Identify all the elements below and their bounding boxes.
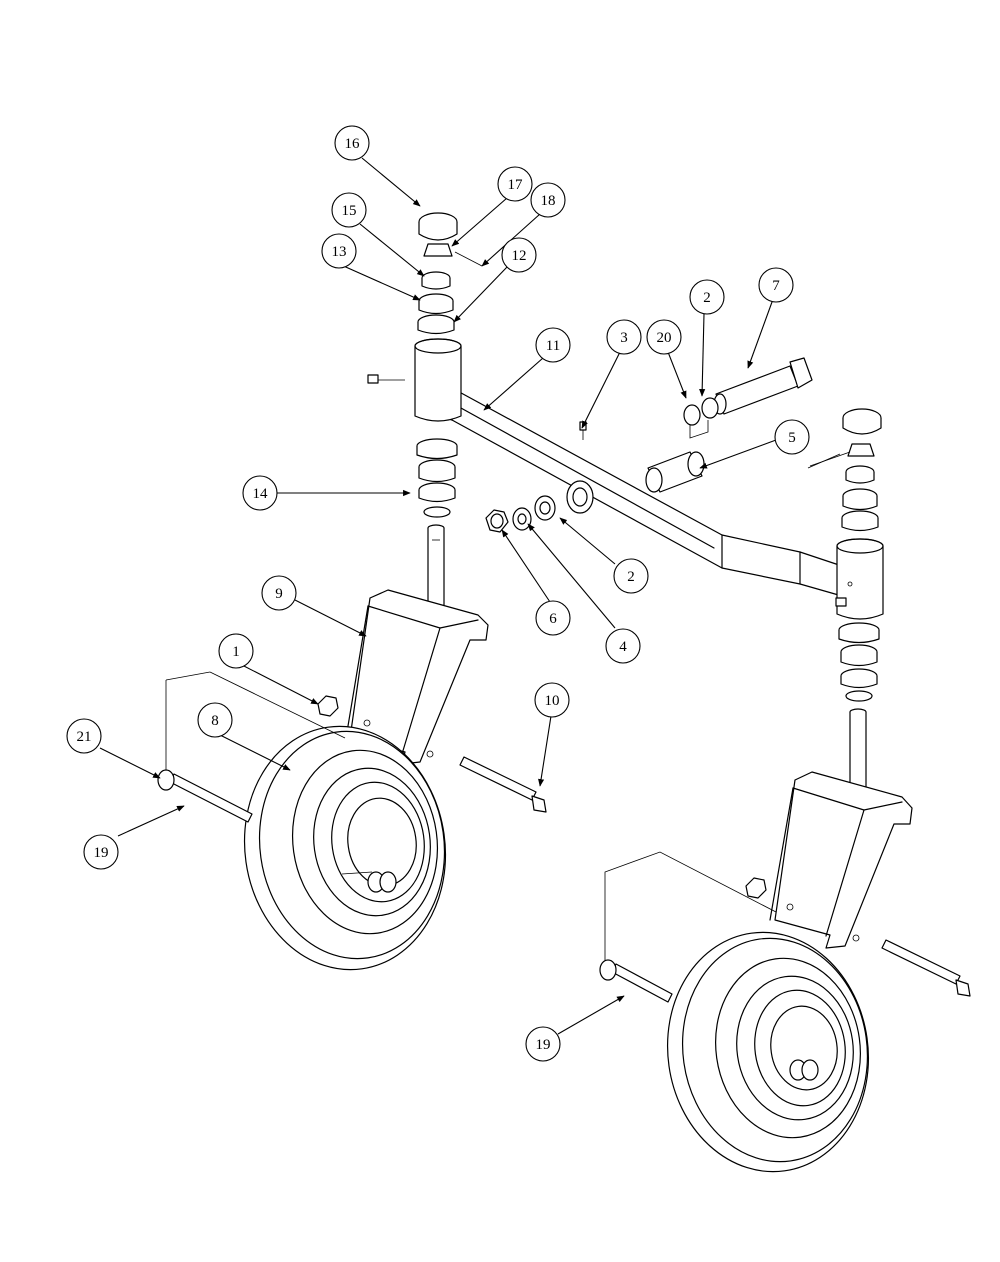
callout-10: 10	[534, 682, 570, 718]
svg-text:15: 15	[342, 203, 357, 219]
right-fork-nut	[745, 877, 767, 899]
right-axle	[599, 851, 777, 1003]
callout-11: 11	[535, 327, 571, 363]
callout-7: 7	[758, 267, 794, 303]
callout-16: 16	[334, 125, 370, 161]
svg-text:16: 16	[345, 136, 361, 152]
left-lower-bearing-stack	[416, 438, 458, 518]
svg-text:7: 7	[772, 278, 780, 294]
callout-2-lower: 2	[613, 558, 649, 594]
right-fork-bolt	[881, 939, 971, 997]
svg-text:1: 1	[232, 644, 240, 660]
svg-text:4: 4	[619, 639, 627, 655]
callout-4: 4	[605, 628, 641, 664]
left-caster-fork	[345, 589, 489, 765]
svg-text:12: 12	[512, 248, 527, 264]
svg-text:5: 5	[788, 430, 796, 446]
left-fork-nut	[317, 695, 339, 717]
svg-text:18: 18	[541, 193, 556, 209]
callout-17: 17	[497, 166, 533, 202]
callout-9: 9	[261, 575, 297, 611]
right-wheel	[666, 931, 870, 1173]
svg-text:11: 11	[546, 338, 560, 354]
callout-2-upper: 2	[689, 279, 725, 315]
left-spindle-housing	[367, 338, 462, 422]
svg-text:20: 20	[657, 330, 672, 346]
svg-text:8: 8	[211, 713, 219, 729]
callout-13: 13	[321, 233, 357, 269]
svg-text:17: 17	[508, 177, 524, 193]
svg-text:10: 10	[545, 693, 560, 709]
callout-1: 1	[218, 633, 254, 669]
leader-lines	[99, 157, 777, 1035]
callout-5: 5	[774, 419, 810, 455]
callout-21: 21	[66, 718, 102, 754]
left-wheel	[243, 725, 447, 971]
right-upper-bearing-stack	[809, 408, 882, 532]
svg-text:6: 6	[549, 611, 557, 627]
pivot-bushing	[645, 451, 705, 493]
right-spindle-housing	[835, 538, 884, 620]
pivot-bolt	[683, 357, 813, 439]
right-caster-fork	[769, 771, 913, 949]
callout-15: 15	[331, 192, 367, 228]
callout-14: 14	[242, 475, 278, 511]
svg-text:2: 2	[703, 290, 711, 306]
svg-text:3: 3	[620, 330, 628, 346]
svg-text:19: 19	[536, 1037, 551, 1053]
callout-3: 3	[606, 319, 642, 355]
callout-12: 12	[501, 237, 537, 273]
left-upper-bearing-stack	[417, 212, 483, 335]
callout-19-right: 19	[525, 1026, 561, 1062]
svg-text:2: 2	[627, 569, 635, 585]
callout-19-left: 19	[83, 834, 119, 870]
left-fork-bolt	[459, 756, 547, 813]
svg-text:21: 21	[77, 729, 92, 745]
svg-text:13: 13	[332, 244, 347, 260]
svg-text:9: 9	[275, 586, 283, 602]
pivot-washers	[485, 495, 556, 533]
right-lower-bearing-stack	[838, 622, 880, 702]
left-spindle-shaft	[427, 524, 445, 613]
callout-20: 20	[646, 319, 682, 355]
svg-text:19: 19	[94, 845, 109, 861]
callout-8: 8	[197, 702, 233, 738]
left-axle	[157, 671, 346, 823]
right-side-pin	[807, 453, 841, 469]
callout-6: 6	[535, 600, 571, 636]
callout-18: 18	[530, 182, 566, 218]
svg-text:14: 14	[253, 486, 269, 502]
